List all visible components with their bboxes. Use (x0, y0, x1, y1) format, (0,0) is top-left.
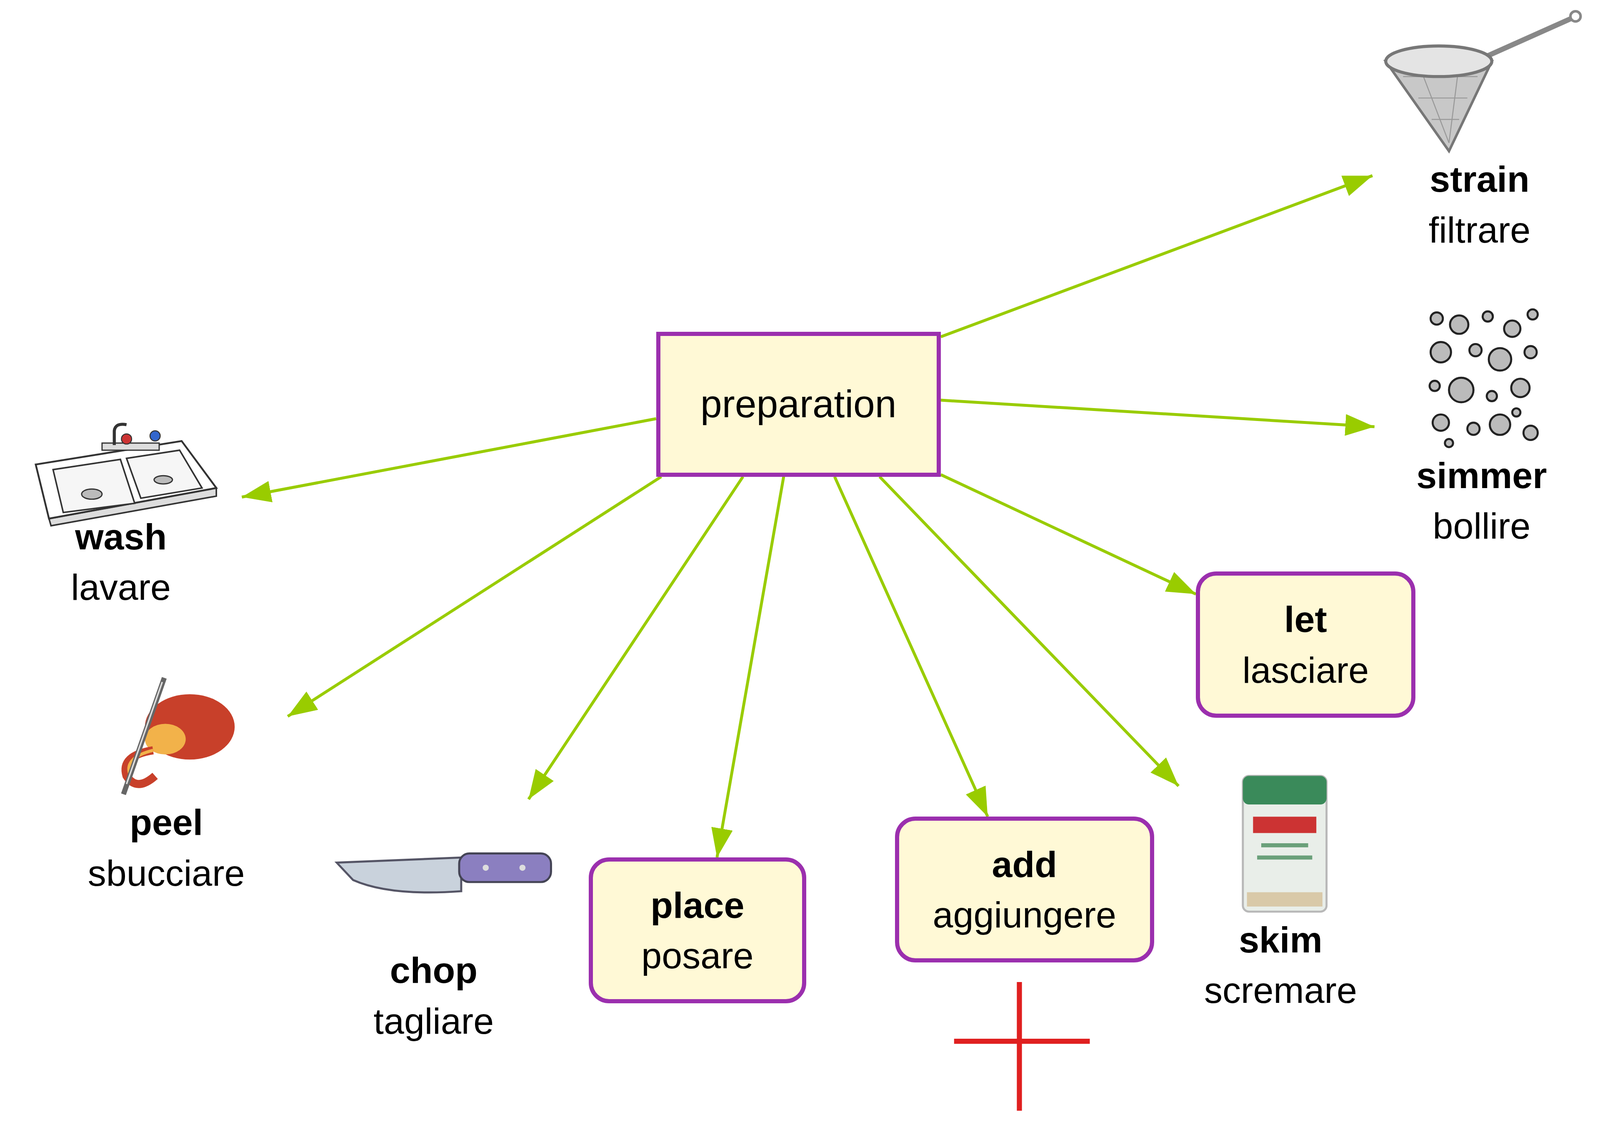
plus-stroke (954, 1038, 1090, 1044)
bubble (1486, 390, 1497, 401)
peeler (123, 677, 165, 794)
step-box: addaggiungere (895, 816, 1155, 963)
package-stripe (1261, 842, 1309, 848)
bubble (1430, 341, 1451, 363)
arrow-connector (940, 474, 1196, 595)
sink-basin (52, 459, 135, 513)
english-word: let (1284, 593, 1328, 645)
knife-blade (336, 857, 462, 893)
arrow-connector (879, 476, 1179, 786)
strainer-hook (1570, 11, 1581, 22)
knife-illustration (336, 853, 551, 893)
arrow-connector (717, 476, 784, 858)
arrow-connector (834, 476, 988, 817)
english-word: wash (75, 511, 167, 562)
hub-text: preparation (700, 378, 897, 430)
sink-illustration (35, 424, 217, 526)
bubble (1445, 438, 1454, 448)
arrow-connector (940, 400, 1375, 427)
italian-word: filtrare (1428, 204, 1531, 255)
english-word: add (992, 838, 1058, 890)
english-word: strain (1429, 153, 1530, 205)
english-word: skim (1238, 914, 1323, 965)
italian-word: sbucciare (87, 847, 245, 898)
english-word: chop (390, 944, 478, 995)
bubble (1482, 311, 1493, 322)
bubble (1488, 347, 1512, 371)
italian-word: bollire (1432, 500, 1531, 551)
package-bottom (1247, 892, 1323, 907)
bubble (1511, 378, 1530, 398)
potato (145, 693, 235, 760)
english-word: place (650, 879, 745, 930)
arrow-connector (940, 175, 1373, 337)
sink-rim (35, 440, 217, 519)
bubbles-background (1425, 306, 1541, 450)
bubble (1449, 377, 1474, 403)
package-stripe (1257, 855, 1313, 860)
arrow-connector (287, 476, 662, 717)
bubble (1490, 414, 1511, 435)
sink-drain (154, 475, 173, 484)
bubble (1432, 414, 1449, 431)
hub-box: preparation (656, 331, 941, 477)
step-label: simmerbollire (1374, 304, 1589, 552)
faucet-base (102, 442, 160, 450)
arrow-connector (528, 476, 744, 800)
step-box: placeposare (588, 857, 807, 1003)
arrow-connector (241, 418, 656, 498)
italian-word: tagliare (373, 995, 494, 1046)
italian-word: posare (641, 930, 754, 981)
english-word: peel (129, 796, 203, 848)
knife-rivet (482, 864, 489, 871)
bubble (1430, 312, 1443, 325)
plus-stroke (1016, 981, 1022, 1111)
step-label: choptagliare (331, 799, 536, 1047)
strainer-handle (1484, 18, 1572, 58)
english-word: simmer (1416, 450, 1547, 501)
bubble (1450, 315, 1469, 334)
peel-illustration (123, 677, 235, 794)
strainer-illustration (1385, 11, 1581, 152)
bubble (1429, 380, 1440, 391)
bubble (1469, 343, 1482, 356)
bubbles-illustration (1425, 306, 1541, 450)
step-box: letlasciare (1195, 571, 1416, 718)
plus-symbol (954, 981, 1090, 1111)
sink-basin (126, 450, 203, 498)
package-top (1242, 775, 1327, 805)
italian-word: scremare (1204, 964, 1358, 1015)
step-label: washlavare (0, 418, 242, 613)
faucet-knob (121, 433, 132, 444)
step-label: skimscremare (1178, 770, 1383, 1016)
bubble (1524, 345, 1537, 358)
italian-word: aggiungere (932, 889, 1117, 940)
bubble (1527, 309, 1538, 320)
italian-word: lasciare (1242, 644, 1369, 695)
sink-drain (81, 488, 103, 499)
package-label (1252, 816, 1317, 833)
strainer-rim (1385, 45, 1493, 77)
step-label: peelsbucciare (45, 673, 288, 898)
bubble (1512, 408, 1521, 417)
faucet-knob (150, 430, 160, 441)
step-label: strainfiltrare (1372, 8, 1587, 256)
knife-rivet (519, 864, 526, 871)
package-body (1242, 775, 1327, 912)
bubble (1467, 422, 1480, 435)
knife-handle (459, 853, 551, 883)
italian-word: lavare (70, 561, 171, 613)
bubble (1523, 425, 1538, 440)
peeler-highlight (126, 681, 163, 784)
package-illustration (1242, 775, 1327, 912)
bubble (1504, 320, 1521, 337)
